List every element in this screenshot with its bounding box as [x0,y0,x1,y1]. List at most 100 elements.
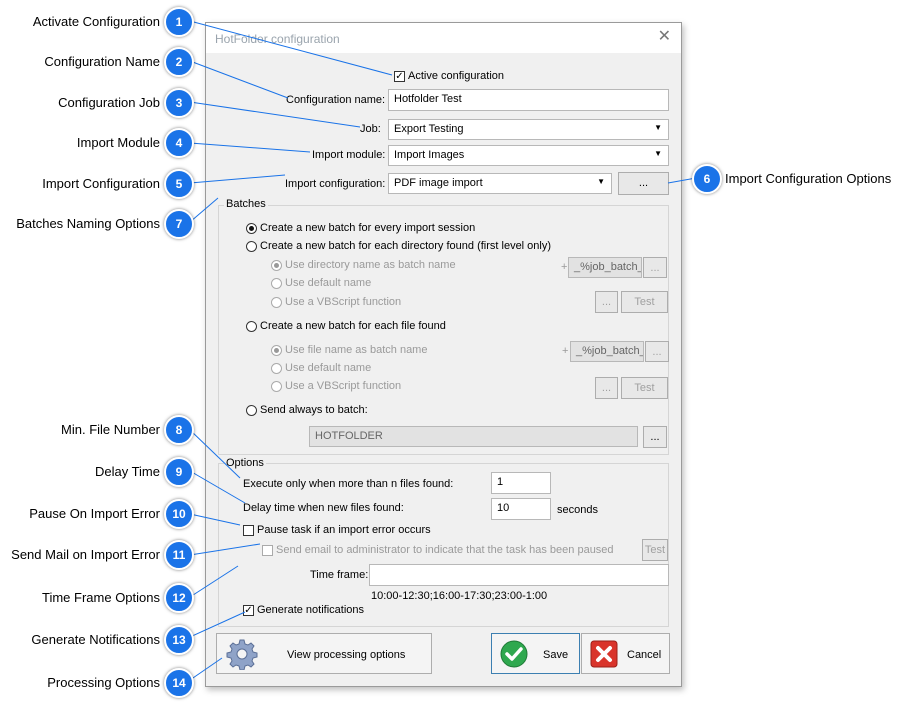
hotfolder-dialog: HotFolder configuration ✕ ✓ Active confi… [205,22,682,687]
callout-badge-4: 4 [164,128,194,158]
callout-line-6 [667,177,697,184]
delay-time-input[interactable]: 10 [491,498,551,520]
radio-directory-vbscript[interactable] [271,297,282,308]
radio-directory-name-label: Use directory name as batch name [285,259,456,271]
time-frame-example: 10:00-12:30;16:00-17:30;23:00-1:00 [371,590,548,602]
send-mail-checkbox[interactable] [262,545,273,556]
directory-suffix-input[interactable]: _%job_batch_ [568,257,642,278]
view-processing-options-label: View processing options [287,649,406,661]
generate-notifications-checkbox[interactable]: ✓ [243,605,254,616]
radio-directory-default-name-label: Use default name [285,277,372,289]
callout-line-2 [189,60,289,99]
radio-directory-default-name[interactable] [271,278,282,289]
plus-sign: + [561,261,568,273]
min-files-input[interactable]: 1 [491,472,551,494]
configuration-name-input[interactable]: Hotfolder Test [388,89,669,111]
callout-line-10 [189,513,241,526]
callout-badge-9: 9 [164,457,194,487]
callout-badge-12: 12 [164,583,194,613]
send-to-batch-button[interactable]: ... [643,426,667,448]
send-to-batch-input[interactable]: HOTFOLDER [309,426,638,447]
save-button[interactable]: Save [491,633,580,674]
callout-label-12: Time Frame Options [42,590,160,605]
radio-send-to-batch[interactable] [246,405,257,416]
close-icon[interactable]: ✕ [657,28,671,45]
chevron-down-icon: ▼ [597,177,605,186]
import-module-select-value: Import Images [394,149,465,161]
send-mail-test-button[interactable]: Test [642,539,668,561]
radio-file-name-label: Use file name as batch name [285,344,428,356]
cancel-label: Cancel [627,649,662,661]
min-files-label: Execute only when more than n files foun… [243,478,454,490]
pause-on-error-label: Pause task if an import error occurs [257,524,431,536]
file-vbscript-test-button[interactable]: Test [621,377,668,399]
file-vbscript-edit-button[interactable]: ... [595,377,618,399]
callout-label-3: Configuration Job [58,95,160,110]
chevron-down-icon: ▼ [654,149,662,158]
job-select[interactable]: Export Testing ▼ [388,119,669,140]
radio-file-name[interactable] [271,345,282,356]
callout-label-9: Delay Time [94,464,160,479]
callout-line-3 [189,101,361,128]
import-configuration-select[interactable]: PDF image import ▼ [388,173,612,194]
callout-label-8: Min. File Number [61,422,160,437]
callout-line-7 [189,197,219,223]
active-configuration-label: Active configuration [408,70,504,82]
callout-line-9 [189,470,246,504]
callout-badge-14: 14 [164,668,194,698]
options-group-title: Options [224,457,266,469]
callout-badge-7: 7 [164,209,194,239]
callout-label-4: Import Module [76,135,160,150]
radio-batch-per-session-label: Create a new batch for every import sess… [260,222,476,234]
radio-batch-per-session[interactable] [246,223,257,234]
cancel-button[interactable]: Cancel [581,633,670,674]
callout-line-12 [189,565,239,598]
file-suffix-button[interactable]: ... [645,341,669,362]
callout-badge-8: 8 [164,415,194,445]
callout-line-1 [189,20,393,76]
callout-line-8 [189,429,241,479]
pause-on-error-checkbox[interactable] [243,525,254,536]
radio-file-default-name[interactable] [271,363,282,374]
title-bar: HotFolder configuration ✕ [206,23,681,53]
import-module-select[interactable]: Import Images ▼ [388,145,669,166]
active-configuration-checkbox[interactable]: ✓ [394,71,405,82]
callout-label-6: Import Configuration Options [725,171,892,186]
callout-line-4 [189,142,311,153]
directory-suffix-button[interactable]: ... [643,257,667,278]
callout-badge-11: 11 [164,540,194,570]
time-frame-input[interactable] [369,564,669,586]
callout-line-5 [189,174,286,184]
gear-icon [226,639,258,670]
callout-label-10: Pause On Import Error [29,506,160,521]
radio-directory-name[interactable] [271,260,282,271]
callout-label-11: Send Mail on Import Error [11,547,160,562]
callout-label-1: Activate Configuration [32,14,160,29]
radio-file-vbscript[interactable] [271,381,282,392]
directory-vbscript-edit-button[interactable]: ... [595,291,618,313]
check-icon [500,640,528,668]
cancel-icon [590,640,618,668]
file-suffix-input[interactable]: _%job_batch_ [570,341,644,362]
radio-send-to-batch-label: Send always to batch: [260,404,368,416]
time-frame-label: Time frame: [310,569,369,581]
batches-group [218,205,669,455]
configuration-name-label: Configuration name: [286,94,386,106]
radio-directory-vbscript-label: Use a VBScript function [285,296,402,308]
import-configuration-options-button[interactable]: ... [618,172,669,195]
callout-badge-10: 10 [164,499,194,529]
plus-sign: + [562,345,569,357]
seconds-label: seconds [557,504,598,516]
callout-badge-2: 2 [164,47,194,77]
radio-batch-per-file[interactable] [246,321,257,332]
callout-line-13 [189,611,246,638]
radio-batch-per-directory-label: Create a new batch for each directory fo… [260,240,552,252]
import-configuration-label: Import configuration: [285,178,386,190]
view-processing-options-button[interactable]: View processing options [216,633,432,674]
radio-batch-per-file-label: Create a new batch for each file found [260,320,446,332]
callout-line-14 [189,657,223,681]
radio-batch-per-directory[interactable] [246,241,257,252]
import-module-label: Import module: [312,149,386,161]
directory-vbscript-test-button[interactable]: Test [621,291,668,313]
chevron-down-icon: ▼ [654,123,662,132]
